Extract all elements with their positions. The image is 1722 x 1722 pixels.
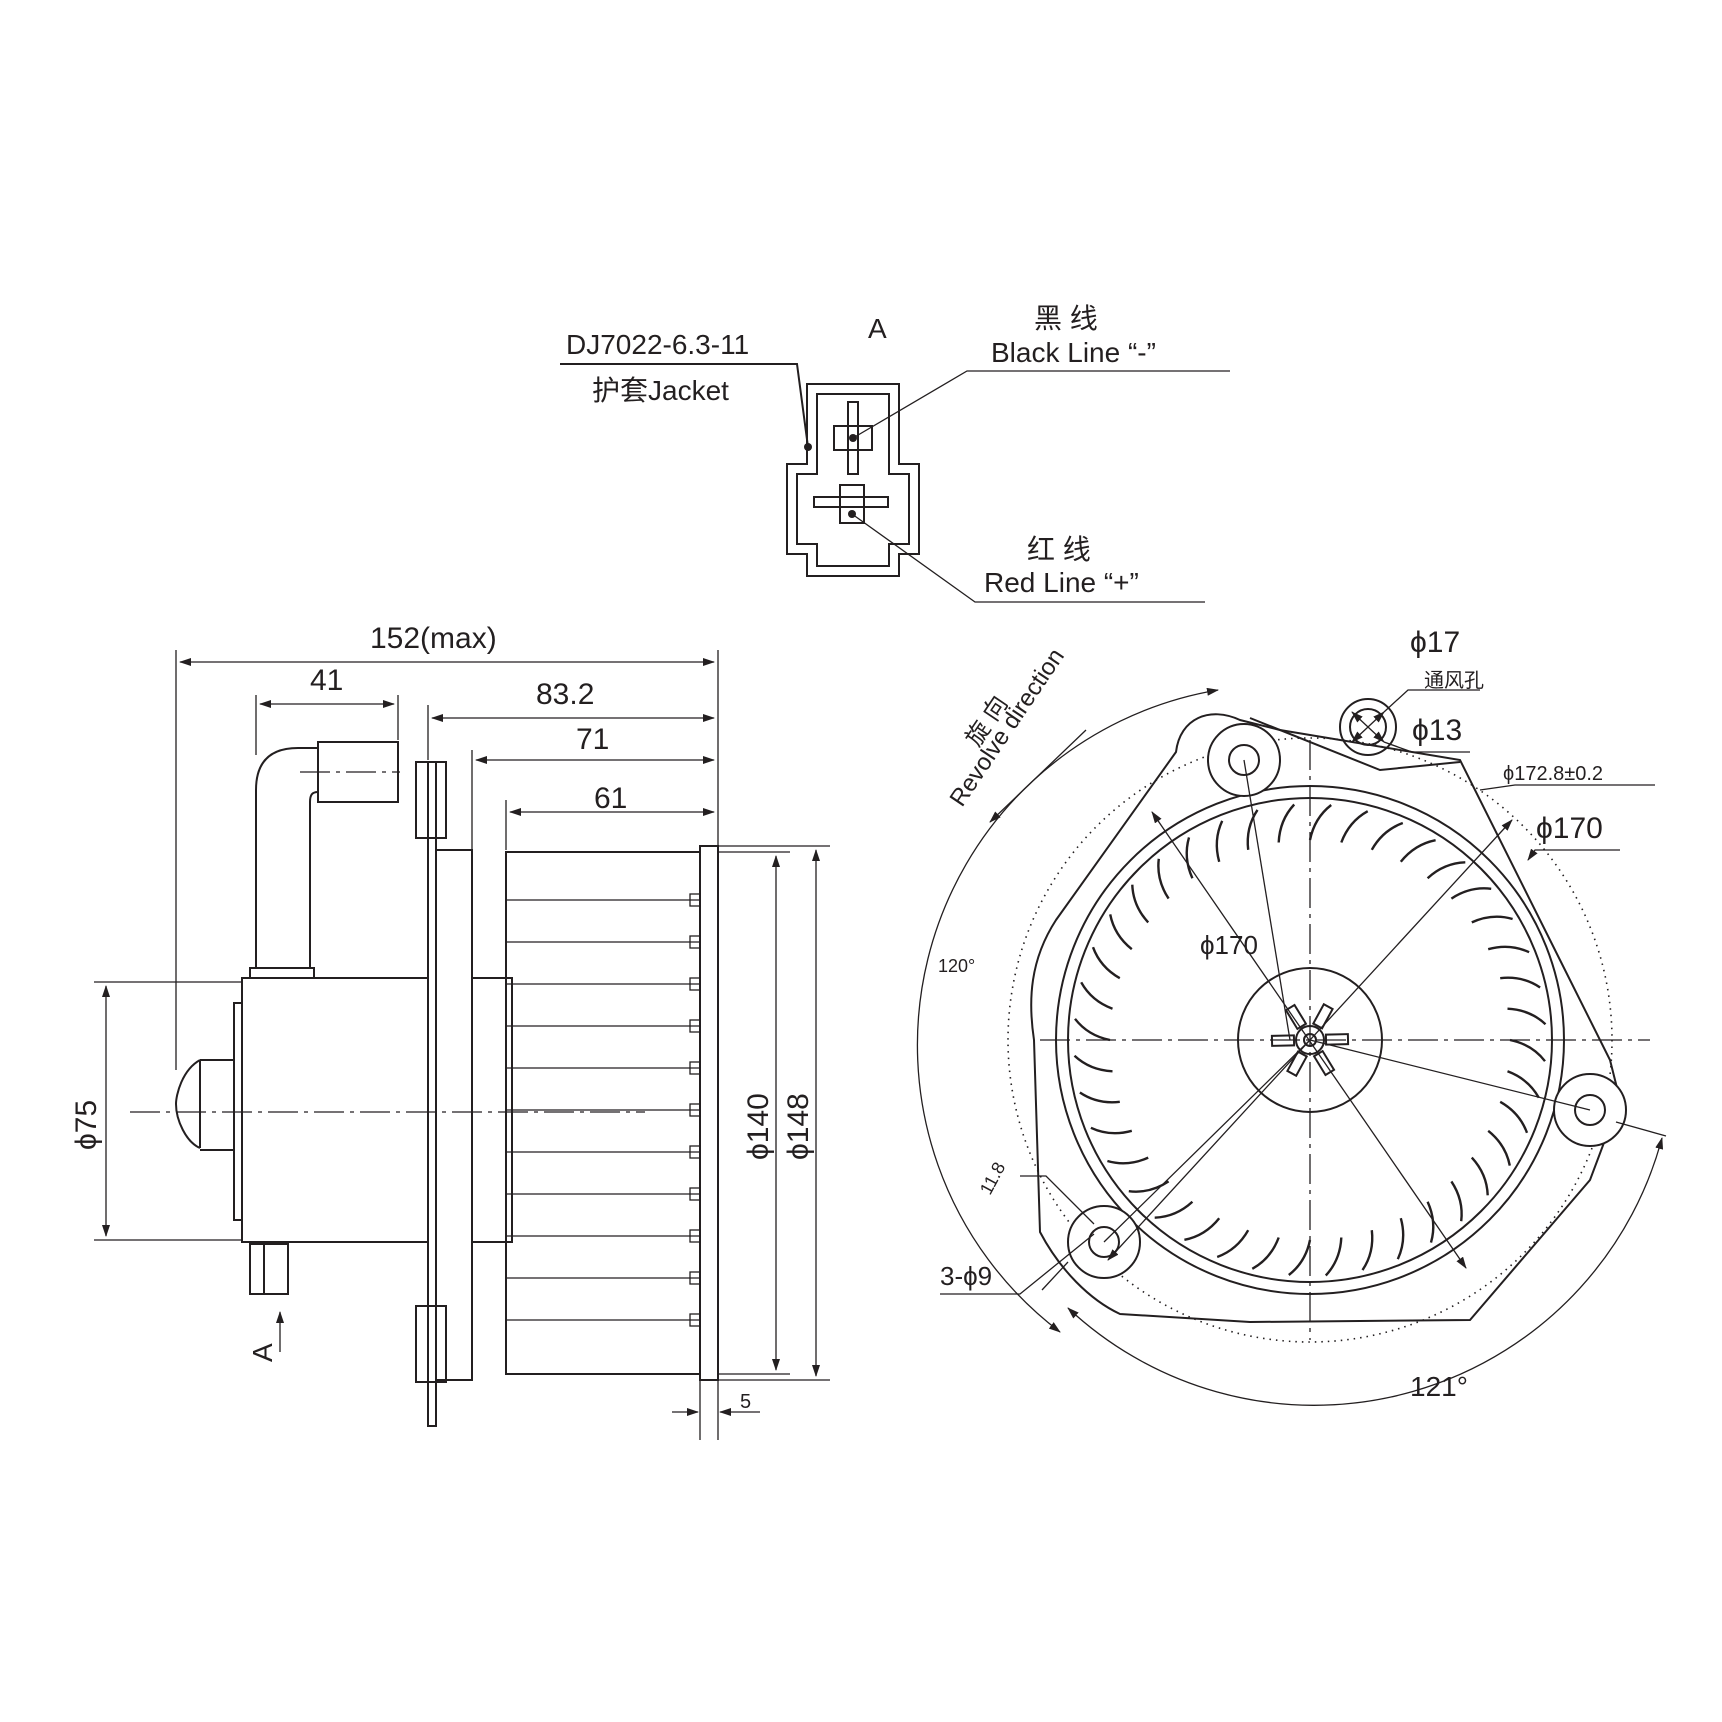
red-terminal-body xyxy=(839,484,865,524)
red-line-en: Red Line “+” xyxy=(984,567,1139,598)
motor-body xyxy=(241,977,429,1243)
side-view: 152(max) 41 83.2 71 61 ϕ75 ϕ140 ϕ148 5 A xyxy=(70,622,830,1440)
mounting-plate xyxy=(427,761,437,1427)
bottom-terminal xyxy=(249,1243,289,1295)
red-terminal-blade xyxy=(813,496,889,508)
dim-phi75: ϕ75 xyxy=(70,1100,103,1150)
connector-view: A DJ7022-6.3-11 护套Jacket 黑 线 Black Line … xyxy=(560,303,1230,603)
black-line-cn: 黑 线 xyxy=(1034,303,1098,334)
part-number-leader xyxy=(560,363,809,448)
wire-harness-outer xyxy=(255,747,318,968)
red-line-leader xyxy=(851,513,1205,603)
connector-housing-inner xyxy=(796,393,910,567)
dim-71: 71 xyxy=(576,723,609,756)
plate-boss xyxy=(435,849,473,1381)
dim-overall: 152(max) xyxy=(370,622,497,655)
mounting-tab-top xyxy=(415,761,447,839)
wire-harness-inner xyxy=(309,791,319,968)
dim-5: 5 xyxy=(740,1391,751,1413)
angle-120: 120° xyxy=(938,956,975,976)
mounting-tab-bottom xyxy=(415,1305,447,1383)
dim-phi17: ϕ17 xyxy=(1410,626,1460,659)
dim-phi13: ϕ13 xyxy=(1412,714,1462,747)
bearing-cap xyxy=(174,1059,201,1149)
vent-hole-outer xyxy=(1339,698,1397,756)
black-terminal-blade xyxy=(847,401,859,475)
dim-61: 61 xyxy=(594,782,627,815)
dim-phi172-8: ϕ172.8±0.2 xyxy=(1503,763,1603,785)
vent-hole-label: 通风孔 xyxy=(1424,669,1484,692)
dim-83-2: 83.2 xyxy=(536,678,594,711)
connector-housing-outer xyxy=(786,383,920,577)
black-line-leader xyxy=(852,370,1230,439)
dim-phi170-inner: ϕ170 xyxy=(1200,930,1258,960)
vent-hole-inner xyxy=(1349,708,1387,746)
dim-41: 41 xyxy=(310,664,343,697)
wheel-back-disc xyxy=(699,845,719,1381)
flange-upper-edge xyxy=(1249,717,1461,772)
connector-view-label: A xyxy=(868,313,887,344)
revolve-en: Revolve direction xyxy=(945,644,1070,812)
blower-wheel xyxy=(505,851,701,1375)
black-line-en: Black Line “-” xyxy=(991,337,1156,368)
black-terminal-body xyxy=(833,425,873,451)
connector-part-number: DJ7022-6.3-11 xyxy=(566,329,749,360)
wheel-blades xyxy=(506,893,701,1327)
dim-phi140: ϕ140 xyxy=(742,1093,775,1160)
motor-body-band xyxy=(249,967,315,979)
view-arrow-a: A xyxy=(247,1343,278,1362)
holes-3-phi9: 3-ϕ9 xyxy=(940,1261,992,1291)
front-view: ϕ17 通风孔 ϕ13 ϕ172.8±0.2 ϕ170 ϕ170 120° 12… xyxy=(916,626,1667,1406)
end-boss xyxy=(200,1059,235,1151)
dim-11-8: 11.8 xyxy=(976,1159,1009,1198)
dim-phi170-outer: ϕ170 xyxy=(1536,812,1603,845)
red-line-cn: 红 线 xyxy=(1027,534,1091,565)
angle-121: 121° xyxy=(1410,1371,1468,1402)
jacket-label: 护套Jacket xyxy=(592,375,729,406)
dim-phi148: ϕ148 xyxy=(782,1093,815,1160)
